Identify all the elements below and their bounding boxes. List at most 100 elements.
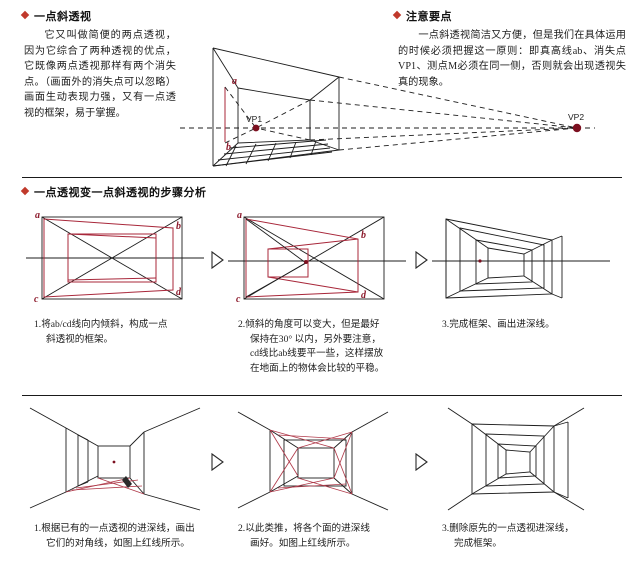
row2-figure-3 <box>432 206 612 308</box>
corner-ray-tl <box>471 423 507 451</box>
heading-marker-right <box>392 10 402 20</box>
right-outer-bottom <box>553 491 569 499</box>
floor-grid-cross-2 <box>245 143 257 165</box>
divider-middle <box>22 395 622 396</box>
guide-diagonal-tr <box>553 407 585 427</box>
ceiling-recede-right <box>129 431 145 447</box>
guide-diagonal-tl <box>29 407 67 429</box>
label-d: d <box>361 290 367 301</box>
triangle-right-icon <box>415 452 428 472</box>
floor-diagonal-red-2 <box>297 477 353 495</box>
row2-figure-2-svg: a b c d <box>228 210 406 305</box>
right-outer-top <box>551 235 563 241</box>
row3-figure-1 <box>26 406 206 514</box>
inner-rect-red <box>267 248 309 278</box>
guide-diagonal-tr <box>351 411 389 433</box>
corner-ray-bl <box>471 473 507 495</box>
floor-grid-line-4 <box>229 139 327 149</box>
vanishing-point-2-label: VP2 <box>568 112 584 122</box>
vanishing-point-1-dot <box>252 124 260 132</box>
row3-arrow-1-svg <box>211 452 224 472</box>
left-wall-diagonal-red-2 <box>269 447 299 493</box>
caption-line: 保持在30° 以内，另外要注意， <box>250 333 381 345</box>
corner-connector-right-bottom <box>309 139 340 151</box>
left-wall-diagonal-red <box>269 429 299 477</box>
main-perspective-svg: a b VP1 VP2 <box>180 47 595 167</box>
floor-grid-cross-3 <box>267 142 277 162</box>
floor-grid-line-1 <box>212 151 333 167</box>
triangle-right-icon <box>211 452 224 472</box>
outer-frame <box>243 216 385 300</box>
row2-figure-1-svg: a b c d <box>26 210 204 305</box>
row2-arrow-2-svg <box>415 250 428 270</box>
floor-grid-cross-5 <box>310 140 317 156</box>
row3-figure-2 <box>228 406 408 514</box>
ceiling-line-red-3 <box>277 434 347 440</box>
row3-figure-2-svg <box>237 411 389 511</box>
ceiling-diagonal-red-1 <box>269 429 335 449</box>
caption-line: 3.完成框架、画出进深线。 <box>442 319 555 330</box>
corner-ray-tr <box>529 425 555 453</box>
floor-grid-line-2 <box>217 147 331 161</box>
mid-slant-frame <box>459 227 545 292</box>
row2-figure-3-svg <box>432 218 610 299</box>
intro-left-paragraph: 它又叫做简便的两点透视，因为它综合了两种透视的优点，它既像两点透视那样有两个消失… <box>24 30 176 119</box>
heading-marker-steps <box>20 186 30 196</box>
edge-connector-br <box>523 275 553 295</box>
label-b: b <box>361 230 366 241</box>
row3-arrow-2 <box>414 452 428 472</box>
divider-top <box>22 177 622 178</box>
floor-grid-cross-1 <box>225 145 237 167</box>
row2-caption-3: 3.完成框架、画出进深线。 <box>442 318 617 333</box>
edge-connector-tl <box>445 218 489 249</box>
floor-line-red-3 <box>277 483 347 489</box>
row3-figure-3 <box>432 406 612 514</box>
caption-line: 完成框架。 <box>454 537 502 549</box>
ceiling-diagonal-red-2 <box>297 431 353 449</box>
row3-caption-3: 3.删除原先的一点透视进深线， 完成框架。 <box>442 522 617 551</box>
row3-arrow-1 <box>210 452 224 472</box>
row2-arrow-1-svg <box>211 250 224 270</box>
main-perspective-diagram: a b VP1 VP2 <box>180 40 600 180</box>
label-b: b <box>226 142 231 153</box>
inner-room-frame <box>497 443 537 479</box>
left-panel-top <box>77 434 89 441</box>
vp1-ray-bottom-left <box>224 127 257 144</box>
caption-line: 画好。如图上红线所示。 <box>250 537 356 549</box>
right-outer-top <box>553 421 569 427</box>
triangle-right-icon <box>211 250 224 270</box>
guide-diagonal-br <box>351 493 389 511</box>
row2-arrow-1 <box>210 250 224 270</box>
section-body-intro-right: 一点斜透视简洁又方便，但是我们在具体运用的时候必须把握这一原则：即真高线ab、消… <box>398 28 626 90</box>
floor-diagonal-red-2 <box>97 477 145 495</box>
red-inner-top <box>67 233 157 239</box>
outer-slant-frame <box>445 218 553 299</box>
row2-caption-2: 2.倾斜的角度可以变大，但是最好 保持在30° 以内，另外要注意， cd线比ab… <box>238 318 413 376</box>
center-point <box>478 259 482 263</box>
right-wall-diagonal-red <box>333 431 353 479</box>
right-wall-diagonal-red-2 <box>333 447 353 495</box>
label-b: b <box>176 221 181 232</box>
row2-caption-1: 1.将ab/cd线向内倾斜，构成一点 斜透视的框架。 <box>34 318 209 347</box>
label-a: a <box>237 210 242 221</box>
section-heading-intro-left: 一点斜透视 <box>34 11 92 23</box>
slanted-quad-abdc <box>43 218 174 298</box>
guide-diagonal-bl <box>237 491 271 509</box>
row3-figure-1-svg <box>29 407 201 511</box>
core-slant-frame <box>487 247 525 279</box>
intro-right-paragraph: 一点斜透视简洁又方便，但是我们在具体运用的时候必须把握这一原则：即真高线ab、消… <box>398 30 626 88</box>
slanted-quad-abdc <box>245 218 359 298</box>
back-wall-frame <box>505 449 531 475</box>
convergence-ray-bottom <box>245 262 307 298</box>
center-point <box>112 460 116 464</box>
corner-connector-right-top <box>309 76 340 101</box>
pencil-mark <box>122 476 132 488</box>
floor-line-red-4 <box>71 485 143 491</box>
convergence-ray-top <box>245 218 307 264</box>
vp2-ray-mid <box>309 99 578 129</box>
caption-line: 2.倾斜的角度可以变大，但是最好 <box>238 319 380 330</box>
caption-line: 斜透视的框架。 <box>46 333 114 345</box>
corner-ray-br <box>529 471 555 493</box>
label-a: a <box>232 76 237 87</box>
row3-arrow-2-svg <box>415 452 428 472</box>
